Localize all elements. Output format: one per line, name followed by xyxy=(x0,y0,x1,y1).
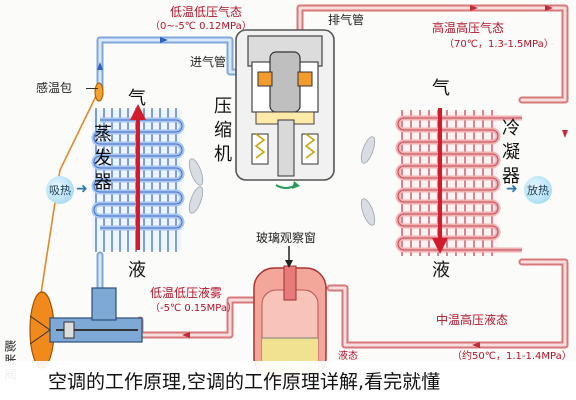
compressor xyxy=(235,29,335,189)
fan-left xyxy=(188,158,204,214)
label-low-mist-conditions: （-5℃ 0.15MPa） xyxy=(150,303,237,314)
label-evaporator: 蒸发器 xyxy=(91,124,112,196)
caption-text: 空调的工作原理,空调的工作原理详解,看完就懂 xyxy=(48,371,441,393)
temp-bulb xyxy=(94,82,104,102)
label-low-temp-mist: 低温低压液雾 xyxy=(150,286,223,300)
label-liquid-conditions: （约50℃，1.1-1.4MPa） xyxy=(452,351,572,362)
heat-release-arrow-icon: ➜ xyxy=(506,181,518,197)
evaporator-coil xyxy=(91,104,185,252)
heat-absorb-arrow-icon: ➜ xyxy=(76,181,88,197)
label-temp-bulb: 感温包 xyxy=(36,81,73,95)
label-compressor: 压缩机 xyxy=(211,96,232,168)
label-evaporator-liquid: 液 xyxy=(128,260,146,281)
label-liquid-prefix: 液态 xyxy=(338,351,358,362)
fan-right xyxy=(360,136,376,226)
label-condenser-liquid: 液 xyxy=(432,260,450,281)
label-low-gas-conditions: （0~-5℃ 0.12MPa） xyxy=(150,21,252,32)
caption-bar: 空调的工作原理,空调的工作原理详解,看完就懂 xyxy=(0,361,576,400)
condenser-coil xyxy=(395,108,522,256)
temp-bulb-leader xyxy=(86,88,98,89)
heat-absorb-label: 吸热 xyxy=(49,184,71,197)
label-high-temp-gas: 高温高压气态 xyxy=(432,21,505,35)
label-exhaust-pipe: 排气管 xyxy=(328,13,365,27)
heat-absorb-badge: 吸热 xyxy=(46,176,74,204)
label-condenser: 冷凝器 xyxy=(499,118,520,190)
label-low-temp-gas: 低温低压气态 xyxy=(170,5,243,19)
label-medium-temp-liquid: 中温高压液态 xyxy=(436,313,509,327)
heat-release-badge: 放热 xyxy=(524,176,552,204)
label-high-gas-conditions: （70℃，1.3-1.5MPa） xyxy=(444,39,554,50)
label-intake-pipe: 进气管 xyxy=(190,55,227,69)
label-sight-glass: 玻璃观察窗 xyxy=(256,231,317,245)
label-evaporator-gas: 气 xyxy=(128,88,146,109)
sight-glass-pointer xyxy=(285,246,293,268)
expansion-valve xyxy=(29,287,143,369)
label-condenser-gas: 气 xyxy=(432,78,450,99)
heat-release-label: 放热 xyxy=(527,184,549,197)
